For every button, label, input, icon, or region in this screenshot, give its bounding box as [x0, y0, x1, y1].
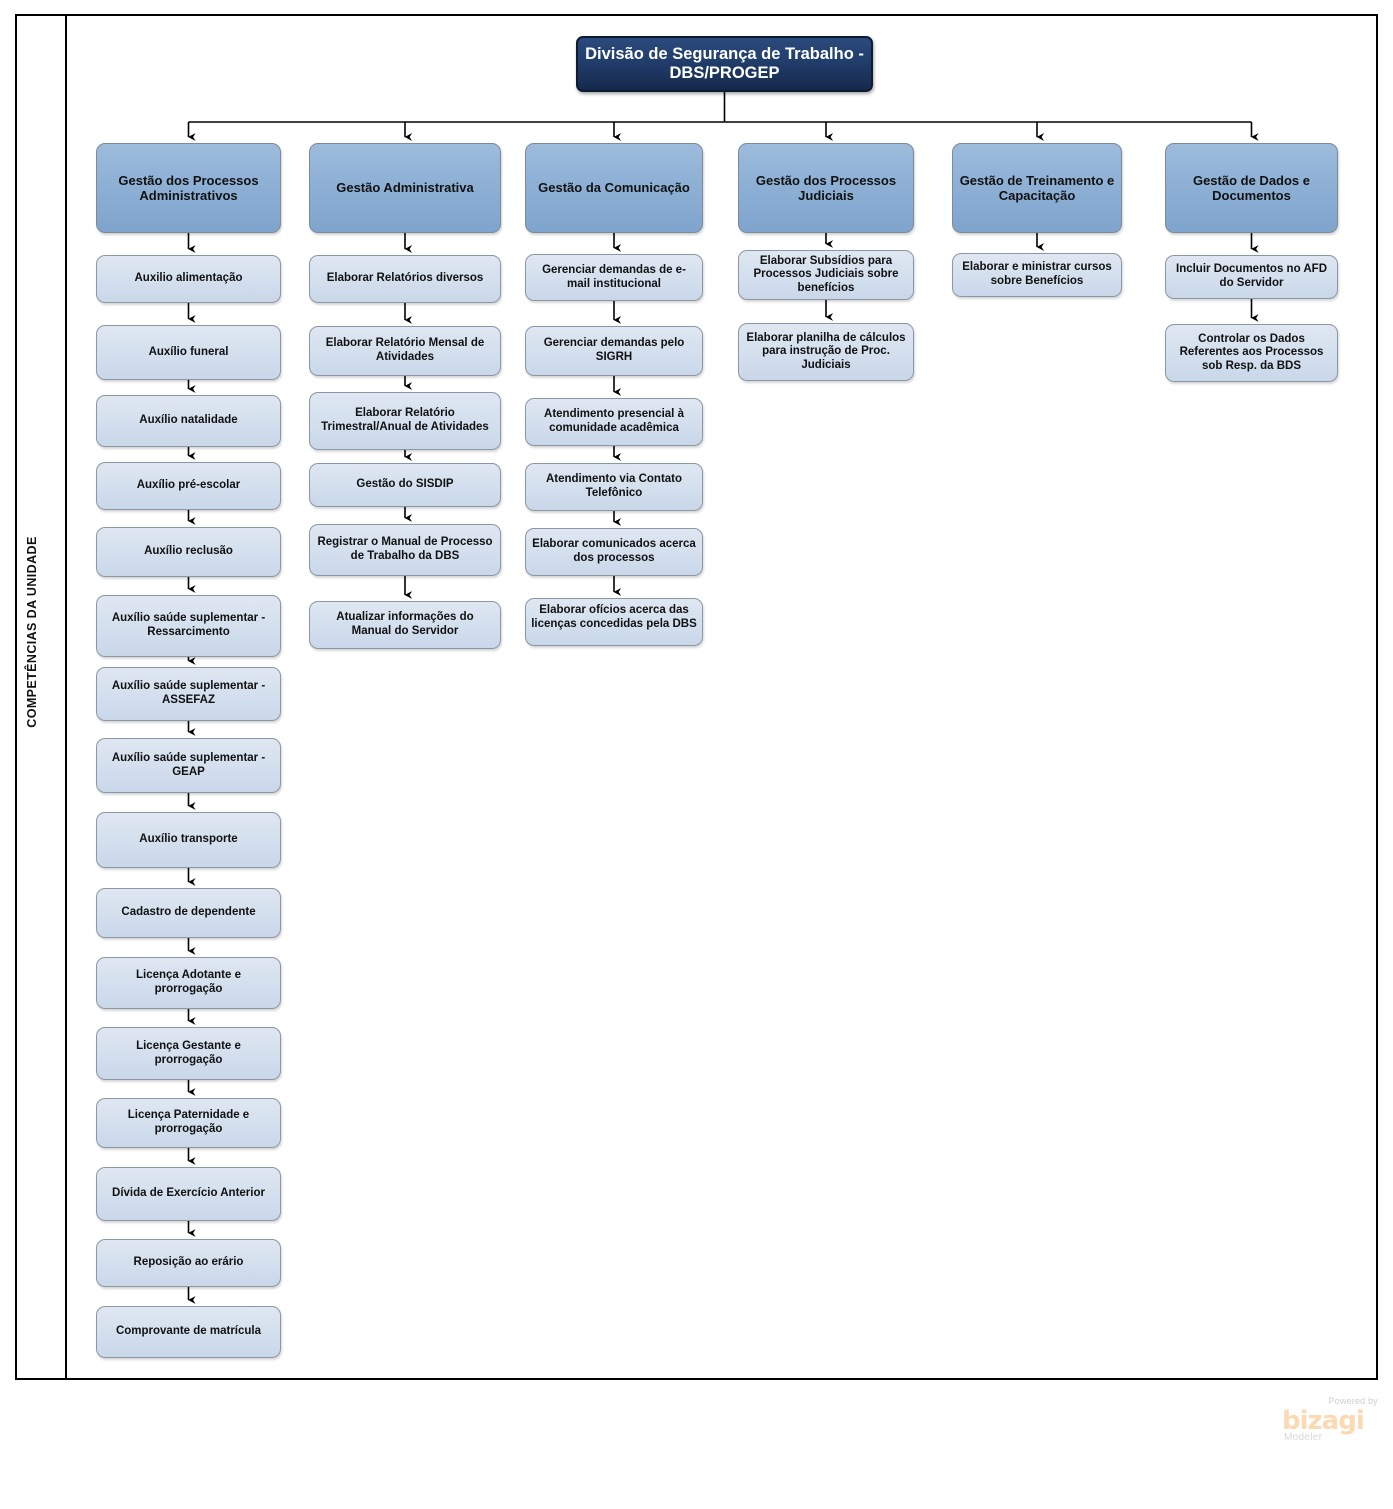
task-2-4-label: Elaborar comunicados acerca dos processo… [532, 538, 696, 564]
task-5-0-label: Incluir Documentos no AFD do Servidor [1176, 263, 1327, 289]
task-0-8[interactable]: Auxílio transporte [96, 812, 281, 868]
column-header-5[interactable]: Gestão de Dados e Documentos [1165, 143, 1338, 233]
task-2-3[interactable]: Atendimento via Contato Telefônico [525, 463, 703, 511]
bizagi-logo: Powered by bizagi Modeler [1282, 1396, 1378, 1444]
column-header-5-label: Gestão de Dados e Documentos [1192, 172, 1311, 203]
task-1-0-label: Elaborar Relatórios diversos [326, 272, 484, 285]
root-node[interactable]: Divisão de Segurança de Trabalho - DBS/P… [576, 36, 873, 92]
column-header-1-label: Gestão Administrativa [336, 180, 474, 196]
column-header-2-label: Gestão da Comunicação [538, 180, 690, 196]
logo-powered-by: Powered by [1328, 1396, 1378, 1406]
logo-brand: bizagi [1282, 1406, 1365, 1436]
task-1-0[interactable]: Elaborar Relatórios diversos [309, 255, 501, 303]
task-1-2-label: Elaborar Relatório Trimestral/Anual de A… [321, 407, 489, 433]
task-5-0[interactable]: Incluir Documentos no AFD do Servidor [1165, 255, 1338, 299]
task-0-14[interactable]: Reposição ao erário [96, 1239, 281, 1287]
task-2-0-label: Gerenciar demandas de e-mail institucion… [542, 263, 686, 290]
task-2-3-label: Atendimento via Contato Telefônico [545, 473, 683, 499]
task-2-4[interactable]: Elaborar comunicados acerca dos processo… [525, 528, 703, 576]
lane-divider [65, 14, 67, 1380]
task-3-1-label: Elaborar planilha de cálculos para instr… [746, 331, 906, 371]
task-0-3[interactable]: Auxílio pré-escolar [96, 462, 281, 510]
task-0-15-label: Comprovante de matrícula [115, 1325, 262, 1338]
task-4-0[interactable]: Elaborar e ministrar cursos sobre Benefí… [952, 253, 1122, 297]
task-0-10-label: Licença Adotante e prorrogação [135, 969, 242, 995]
task-5-1-label: Controlar os Dados Referentes aos Proces… [1179, 332, 1324, 372]
logo-product: Modeler [1284, 1432, 1323, 1443]
task-2-0[interactable]: Gerenciar demandas de e-mail institucion… [525, 254, 703, 301]
task-0-14-label: Reposição ao erário [133, 1256, 244, 1269]
task-0-0[interactable]: Auxilio alimentação [96, 255, 281, 303]
task-1-5[interactable]: Atualizar informações do Manual do Servi… [309, 601, 501, 649]
root-node-label: Divisão de Segurança de Trabalho - DBS/P… [585, 44, 864, 82]
task-0-4[interactable]: Auxílio reclusão [96, 527, 281, 577]
task-1-2[interactable]: Elaborar Relatório Trimestral/Anual de A… [309, 392, 501, 450]
task-1-3-label: Gestão do SISDIP [356, 478, 454, 491]
task-3-1[interactable]: Elaborar planilha de cálculos para instr… [738, 323, 914, 381]
task-1-1-label: Elaborar Relatório Mensal de Atividades [325, 337, 485, 363]
task-0-7-label: Auxílio saúde suplementar - GEAP [111, 751, 266, 778]
task-0-13-label: Dívida de Exercício Anterior [112, 1187, 265, 1200]
task-0-5[interactable]: Auxílio saúde suplementar - Ressarciment… [96, 595, 281, 657]
task-2-5[interactable]: Elaborar ofícios acerca das licenças con… [525, 598, 703, 646]
column-header-4-label: Gestão de Treinamento e Capacitação [959, 172, 1115, 203]
column-header-4[interactable]: Gestão de Treinamento e Capacitação [952, 143, 1122, 233]
column-header-0[interactable]: Gestão dos Processos Administrativos [96, 143, 281, 233]
task-0-12[interactable]: Licença Paternidade e prorrogação [96, 1098, 281, 1148]
task-0-11[interactable]: Licença Gestante e prorrogação [96, 1027, 281, 1080]
task-0-2-label: Auxílio natalidade [139, 414, 238, 427]
column-header-3[interactable]: Gestão dos Processos Judiciais [738, 143, 914, 233]
task-0-10[interactable]: Licença Adotante e prorrogação [96, 957, 281, 1009]
task-5-1[interactable]: Controlar os Dados Referentes aos Proces… [1165, 324, 1338, 382]
task-1-3[interactable]: Gestão do SISDIP [309, 463, 501, 507]
task-2-1[interactable]: Gerenciar demandas pelo SIGRH [525, 326, 703, 376]
column-header-1[interactable]: Gestão Administrativa [309, 143, 501, 233]
task-0-1[interactable]: Auxílio funeral [96, 325, 281, 380]
column-header-2[interactable]: Gestão da Comunicação [525, 143, 703, 233]
task-2-5-label: Elaborar ofícios acerca das licenças con… [531, 604, 697, 630]
task-3-0[interactable]: Elaborar Subsídios para Processos Judici… [738, 250, 914, 300]
column-header-0-label: Gestão dos Processos Administrativos [118, 172, 259, 203]
task-2-2-label: Atendimento presencial à comunidade acad… [544, 408, 684, 434]
task-0-15[interactable]: Comprovante de matrícula [96, 1306, 281, 1358]
task-0-4-label: Auxílio reclusão [144, 545, 233, 558]
task-0-7[interactable]: Auxílio saúde suplementar - GEAP [96, 738, 281, 793]
task-2-1-label: Gerenciar demandas pelo SIGRH [543, 337, 685, 363]
task-1-4-label: Registrar o Manual de Processo de Trabal… [317, 536, 493, 562]
task-0-8-label: Auxílio transporte [139, 833, 238, 846]
task-0-2[interactable]: Auxílio natalidade [96, 395, 281, 447]
task-0-9[interactable]: Cadastro de dependente [96, 888, 281, 938]
task-3-0-label: Elaborar Subsídios para Processos Judici… [753, 254, 899, 294]
task-1-1[interactable]: Elaborar Relatório Mensal de Atividades [309, 326, 501, 376]
column-header-3-label: Gestão dos Processos Judiciais [755, 172, 897, 203]
task-0-13[interactable]: Dívida de Exercício Anterior [96, 1167, 281, 1221]
lane-title: COMPETÊNCIAS DA UNIDADE [25, 536, 39, 728]
task-0-3-label: Auxílio pré-escolar [136, 479, 241, 492]
task-0-12-label: Licença Paternidade e prorrogação [127, 1109, 250, 1135]
task-0-6-label: Auxílio saúde suplementar - ASSEFAZ [111, 680, 266, 706]
task-0-0-label: Auxilio alimentação [134, 272, 243, 285]
task-2-2[interactable]: Atendimento presencial à comunidade acad… [525, 398, 703, 446]
task-0-6[interactable]: Auxílio saúde suplementar - ASSEFAZ [96, 667, 281, 721]
task-0-9-label: Cadastro de dependente [121, 906, 256, 919]
task-0-11-label: Licença Gestante e prorrogação [136, 1039, 241, 1066]
task-1-5-label: Atualizar informações do Manual do Servi… [336, 611, 474, 637]
task-1-4[interactable]: Registrar o Manual de Processo de Trabal… [309, 524, 501, 576]
task-0-5-label: Auxílio saúde suplementar - Ressarciment… [111, 612, 266, 638]
task-0-1-label: Auxílio funeral [148, 345, 229, 358]
task-4-0-label: Elaborar e ministrar cursos sobre Benefí… [962, 261, 1112, 287]
